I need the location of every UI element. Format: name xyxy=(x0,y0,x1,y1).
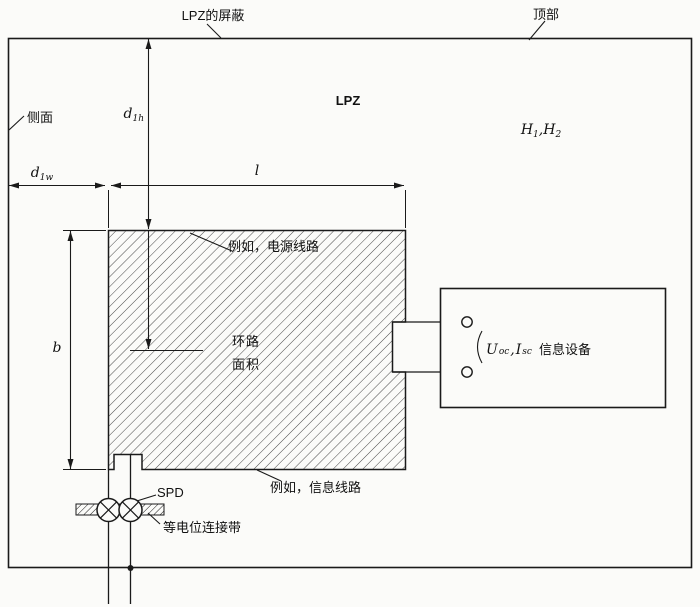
spd-cross-right-2 xyxy=(121,501,140,519)
equipment-name: 信息设备 xyxy=(538,342,591,357)
loop-area-label: 环路 面积 xyxy=(232,330,260,376)
dim-d1h-symbol: d xyxy=(123,106,133,122)
equipment-var-u: U xyxy=(486,342,498,358)
equipment-terminal-top xyxy=(461,316,473,328)
spd-label: SPD xyxy=(157,485,184,500)
shield-label-leader xyxy=(206,23,222,39)
equipment-terminal-bottom xyxy=(461,366,473,378)
dim-b-label: b xyxy=(52,340,62,356)
zone-label: LPZ xyxy=(335,93,361,108)
power-line-label: 例如，电源线路 xyxy=(228,239,320,254)
roof-label: 顶部 xyxy=(532,7,560,22)
roof-label-leader xyxy=(528,20,546,41)
field-sub-1: 1 xyxy=(533,130,539,140)
equipment-comma: , xyxy=(510,342,515,358)
wire-junction-dot xyxy=(127,565,134,571)
dim-d1h-label: d1h xyxy=(124,106,145,124)
equipment-sub-sc: sc xyxy=(522,347,532,357)
field-comma: , xyxy=(538,122,544,138)
spd-cross-left-2 xyxy=(99,501,118,519)
dim-l-label: l xyxy=(254,163,260,179)
spd-symbol-right xyxy=(118,497,143,523)
magnetic-field-label: H1,H2 xyxy=(521,122,561,140)
dim-d1w-symbol: d xyxy=(30,165,40,181)
dim-d1w-label: d1w xyxy=(31,165,53,183)
telecom-line-label: 例如，信息线路 xyxy=(270,480,362,495)
lpz-shield-outline xyxy=(7,37,693,569)
loop-area-line2: 面积 xyxy=(231,357,261,372)
wall-label: 侧面 xyxy=(27,110,54,125)
field-var-2: H xyxy=(543,122,556,138)
dim-d1h-subscript: 1h xyxy=(132,114,144,124)
field-var-1: H xyxy=(520,122,534,138)
shield-label: LPZ的屏蔽 xyxy=(181,8,245,23)
telecom-line-leader xyxy=(256,469,282,482)
equipment-sub-oc: oc xyxy=(498,347,510,357)
dim-d1w-subscript: 1w xyxy=(39,173,54,183)
spd-symbol-left xyxy=(96,497,121,523)
wall-label-leader xyxy=(8,115,25,131)
loop-area-line1: 环路 xyxy=(231,334,261,349)
voltage-arc xyxy=(476,330,483,364)
field-sub-2: 2 xyxy=(555,130,562,140)
equipment-var-i: I xyxy=(515,342,522,358)
bonding-bar-label: 等电位连接带 xyxy=(163,520,242,535)
